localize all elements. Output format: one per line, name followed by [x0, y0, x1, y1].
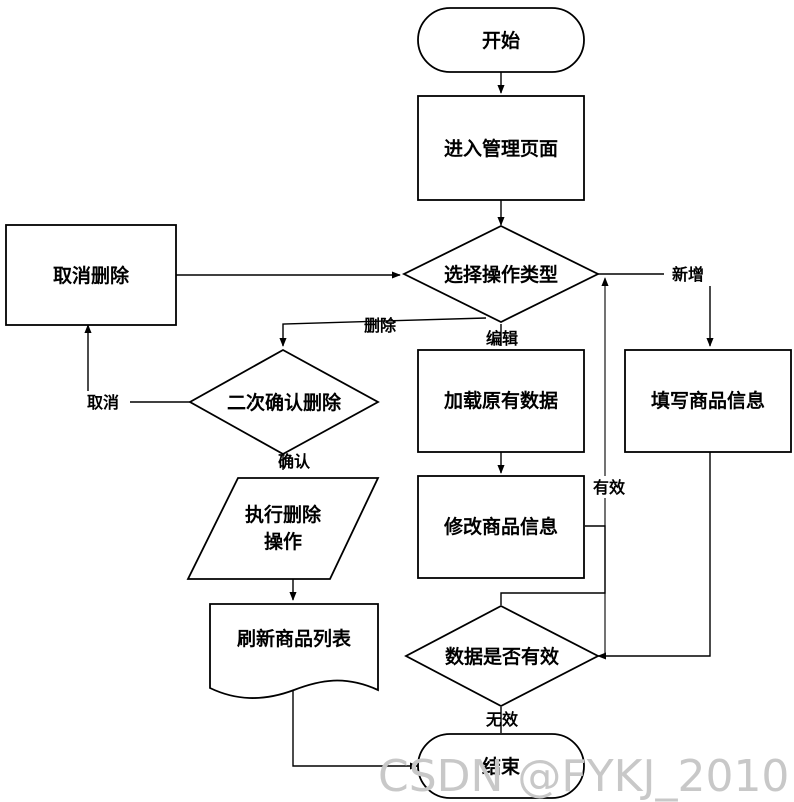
execute-delete-label-line1: 执行删除 — [245, 503, 322, 526]
fill-product-label: 填写商品信息 — [651, 389, 765, 412]
cancel-delete-label: 取消删除 — [53, 264, 130, 287]
edge-label-add: 新增 — [672, 265, 704, 284]
refresh-list-document — [209, 603, 379, 699]
fill-product-process — [624, 349, 792, 453]
end-terminal — [417, 733, 585, 799]
execute-delete-label-line2: 操作 — [264, 530, 302, 553]
execute-delete-io — [186, 477, 380, 580]
start-terminal — [417, 7, 585, 73]
edge-fill-to-valid — [597, 452, 711, 660]
choose-operation-label: 选择操作类型 — [444, 263, 558, 286]
modify-product-label: 修改商品信息 — [443, 515, 558, 538]
edge-choose-to-confirm — [279, 317, 487, 347]
refresh-list-label: 刷新商品列表 — [237, 627, 352, 650]
load-data-label: 加载原有数据 — [443, 389, 558, 412]
edge-label-edit: 编辑 — [486, 329, 518, 348]
end-label: 结束 — [482, 755, 521, 778]
add-label-bg — [664, 262, 712, 286]
edge-label-valid: 有效 — [593, 478, 625, 497]
cancel-label-bg — [78, 391, 130, 413]
data-valid-decision — [404, 604, 600, 708]
edge-refresh-to-end — [292, 688, 419, 770]
confirm-delete-label: 二次确认删除 — [227, 391, 342, 414]
edge-label-delete: 删除 — [364, 316, 397, 335]
confirm-delete-decision — [188, 348, 380, 456]
start-label: 开始 — [482, 29, 520, 52]
valid-label-bg — [585, 476, 633, 498]
data-valid-label: 数据是否有效 — [445, 645, 559, 668]
edge-label-confirm: 确认 — [278, 452, 311, 471]
load-data-process — [417, 349, 585, 453]
edge-confirm-to-cancel — [84, 324, 193, 403]
modify-product-process — [417, 475, 585, 579]
choose-operation-decision — [401, 224, 601, 324]
edge-label-invalid: 无效 — [485, 710, 518, 729]
cancel-delete-process — [5, 224, 177, 326]
watermark: CSDN @FYKJ_2010 — [378, 751, 789, 802]
edge-label-cancel: 取消 — [87, 393, 119, 412]
enter-admin-process — [417, 95, 585, 201]
enter-admin-label: 进入管理页面 — [444, 137, 558, 160]
